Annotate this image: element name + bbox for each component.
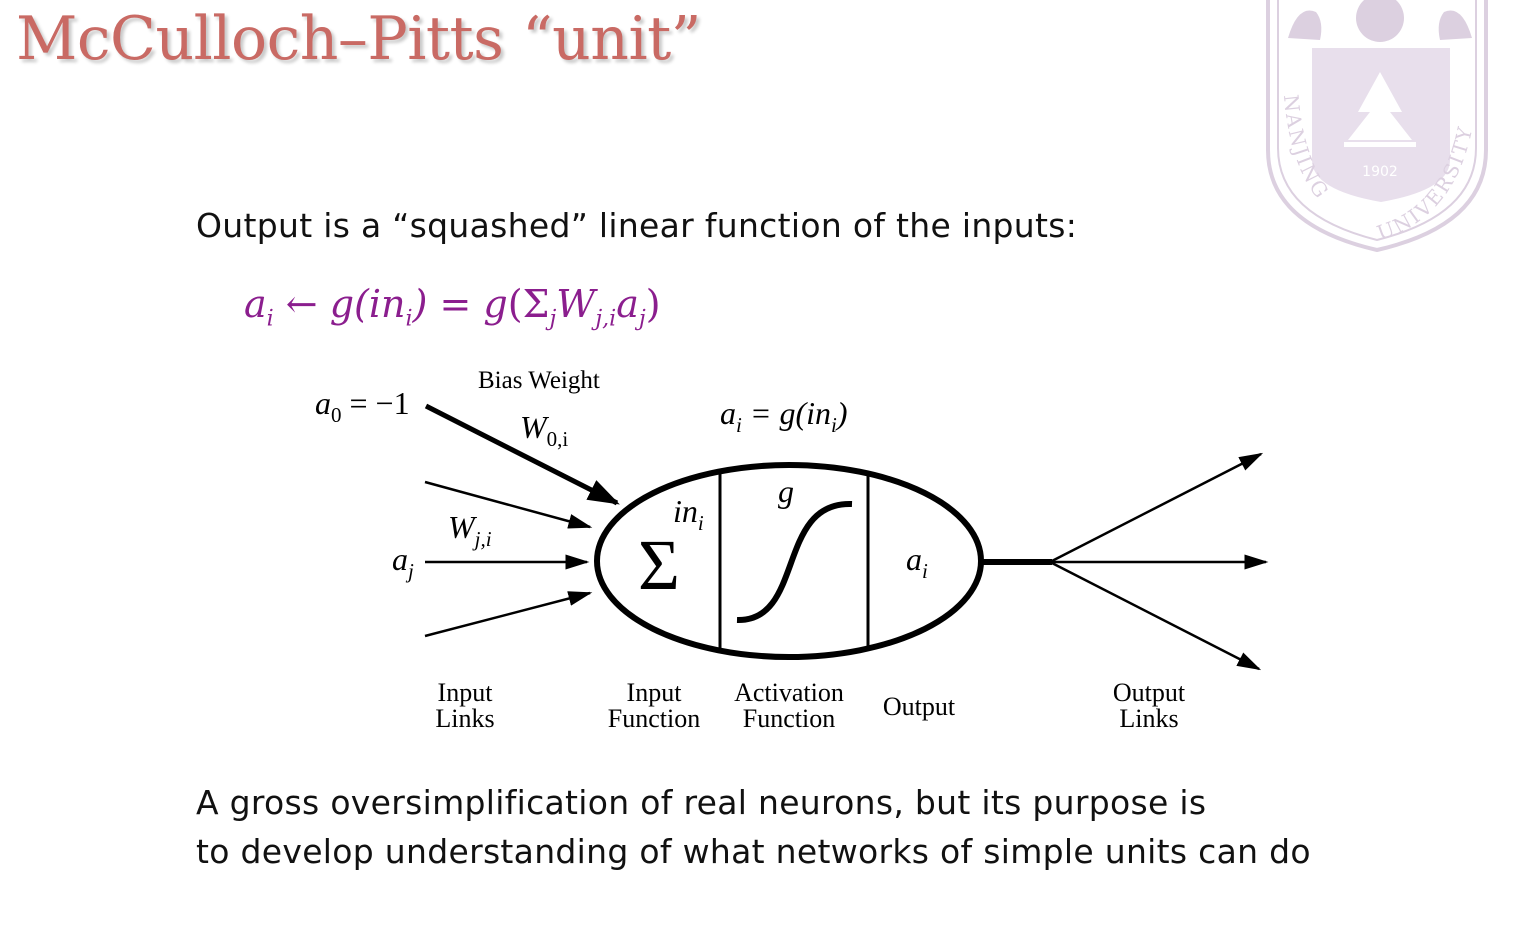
input-link-arrow	[424, 591, 593, 638]
output-caption: Output	[883, 692, 956, 721]
nanjing-university-logo: 1902 NANJING UNIVERSITY	[1266, 0, 1488, 252]
bias-link-arrow	[424, 403, 620, 506]
output-activation-label: ai	[906, 541, 928, 583]
bias-weight-symbol: W0,i	[520, 409, 568, 451]
slide-title: McCulloch–Pitts “unit”	[16, 4, 701, 74]
closing-line: to develop understanding of what network…	[196, 832, 1311, 871]
activation-formula: ai ← g(ini) = g(ΣjWj,iaj)	[244, 282, 661, 332]
closing-line: A gross oversimplification of real neuro…	[196, 783, 1207, 822]
bias-input-label: a0 = −1	[315, 385, 410, 427]
input-link-arrow	[424, 480, 593, 529]
activation-g-label: g	[778, 473, 794, 509]
logo-year: 1902	[1362, 164, 1398, 180]
intro-text: Output is a “squashed” linear function o…	[196, 206, 1078, 245]
input-activation-label: aj	[392, 541, 414, 583]
closing-text: A gross oversimplification of real neuro…	[196, 778, 1311, 876]
link-weight-label: Wj,i	[448, 509, 492, 551]
output-link-arrow	[1049, 452, 1264, 564]
input-sum-label: ini	[673, 493, 704, 535]
summation-symbol: Σ	[638, 525, 680, 605]
output-link-arrow	[1049, 560, 1262, 671]
neuron-unit-diagram: a0 = −1 Bias Weight W0,i ai = g(ini) Wj,…	[315, 367, 1269, 733]
activation-equation-label: ai = g(ini)	[720, 395, 847, 437]
sigmoid-curve	[736, 500, 853, 624]
bias-weight-label: Bias Weight	[478, 367, 600, 394]
